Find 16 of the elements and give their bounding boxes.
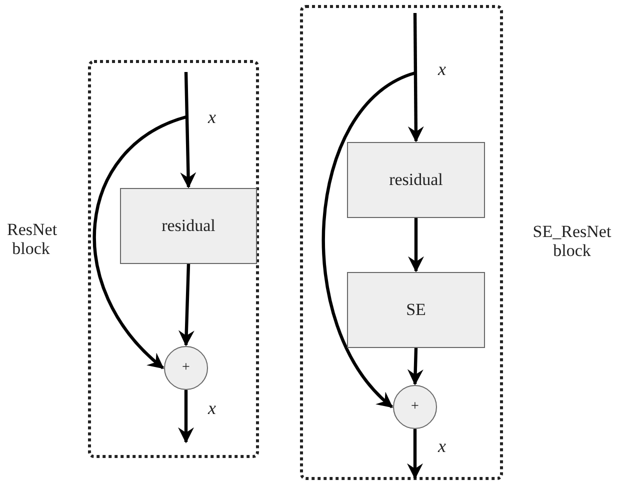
arrow bbox=[322, 72, 416, 408]
block-label: SE_ResNet block bbox=[532, 223, 612, 260]
arrow bbox=[407, 429, 423, 480]
arrow bbox=[178, 264, 194, 346]
process-box: residual bbox=[347, 142, 485, 218]
arrow bbox=[180, 72, 196, 188]
sum-node: + bbox=[164, 346, 208, 390]
arrow bbox=[407, 348, 424, 386]
process-box: residual bbox=[120, 188, 257, 264]
arrow bbox=[408, 218, 424, 272]
arrow bbox=[93, 116, 187, 370]
arrow bbox=[178, 390, 194, 444]
sum-node: + bbox=[393, 385, 437, 429]
block-label: ResNet block bbox=[7, 221, 55, 258]
arrow bbox=[408, 12, 424, 142]
process-box: SE bbox=[347, 272, 485, 348]
